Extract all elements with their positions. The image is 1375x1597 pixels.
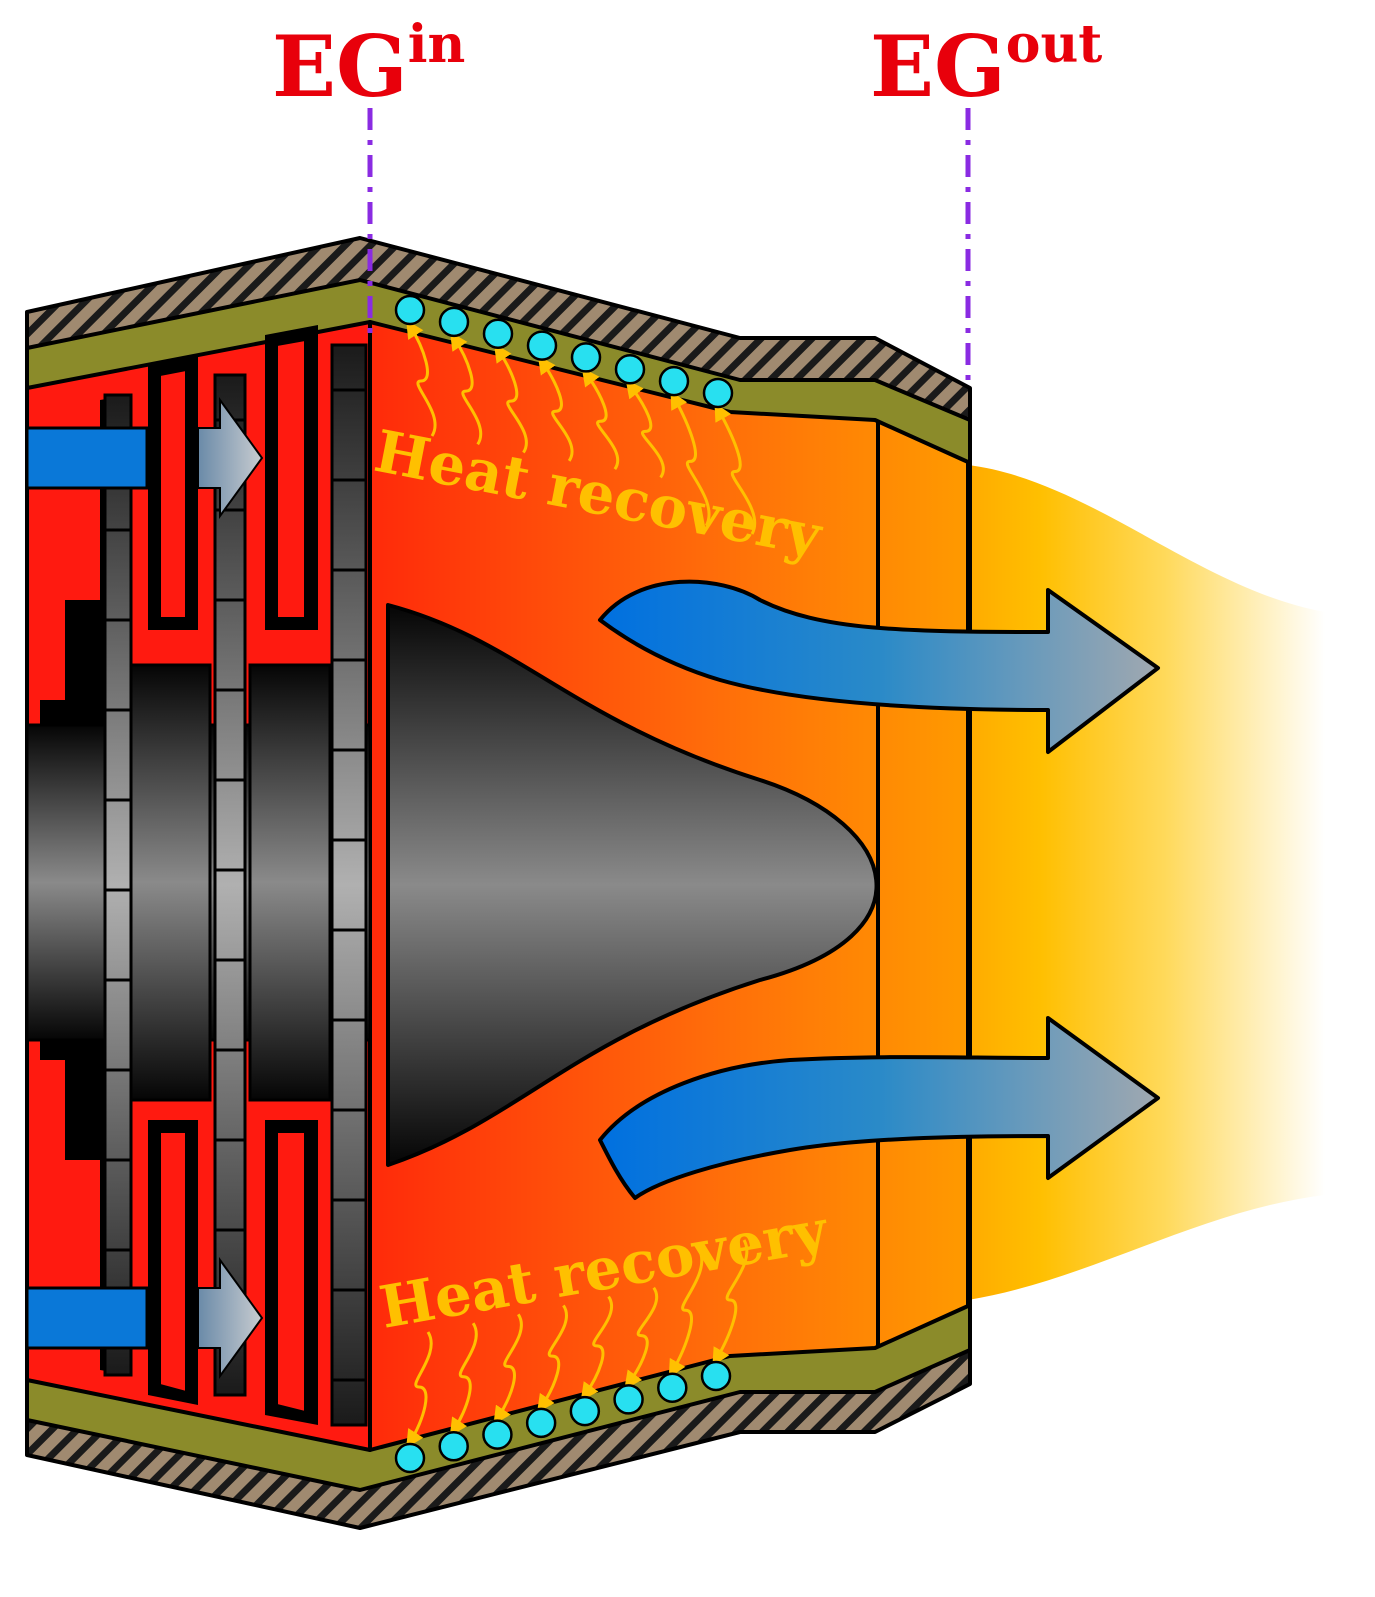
exhaust-cone (386, 603, 879, 1167)
coolant-channel-dot (526, 330, 558, 361)
heat-flux-arrow (580, 1295, 613, 1402)
turbine-disc-2 (248, 663, 332, 1102)
coolant-channel-dot (438, 1431, 469, 1462)
coolant-channels-top (394, 294, 734, 409)
coolant-channel-dot (657, 1372, 688, 1403)
heat-flux-arrow (406, 1331, 433, 1449)
coolant-channel-dot (614, 354, 646, 385)
coolant-channel-dot (658, 365, 690, 397)
exhaust-flow-arrow-bottom (598, 1016, 1160, 1200)
heat-flux-arrow (714, 402, 756, 535)
heat-flux-arrows-top (406, 319, 756, 535)
coolant-channel-dot (482, 1419, 513, 1450)
heat-flux-arrow (624, 1286, 658, 1390)
heat-flux-arrow (450, 331, 483, 446)
heat-flux-arrow (537, 1304, 568, 1413)
coolant-channel-dot (438, 306, 470, 338)
heat-flux-arrow (712, 1239, 749, 1367)
heat-flux-arrow (625, 379, 665, 479)
heat-flux-arrow (670, 390, 711, 527)
coolant-inlet-bar-bottom (25, 1286, 149, 1350)
outlet-label: EGout (870, 14, 1102, 116)
heat-flux-arrow (449, 1322, 478, 1437)
vane-channel-bottom-2-inner (276, 1131, 306, 1414)
vane-channel-top-2-inner (276, 338, 306, 619)
heat-flux-arrow (537, 355, 574, 462)
heat-flux-arrow (406, 319, 437, 437)
coolant-channel-dot (525, 1407, 557, 1439)
coolant-channel-dot (613, 1384, 644, 1415)
exhaust-plume (968, 465, 1325, 1300)
turbine-disc-1 (128, 663, 212, 1102)
blade-column-3 (330, 343, 368, 1427)
coolant-inlet-bar-top (25, 426, 149, 490)
blade-column-1 (103, 393, 133, 1377)
inlet-arrow-bottom (197, 1256, 264, 1380)
coolant-channel-dot (700, 1360, 732, 1392)
heat-flux-arrow (668, 1248, 704, 1378)
heat-flux-arrows-bottom (406, 1239, 749, 1449)
coolant-channels-bottom (394, 1360, 732, 1474)
coolant-channel-dot (394, 294, 426, 326)
coolant-channel-dot (394, 1442, 426, 1474)
inlet-arrow-top (197, 396, 264, 520)
vane-channel-bottom-1-inner (159, 1131, 187, 1394)
exhaust-flow-arrow-top (598, 579, 1160, 754)
coolant-channel-dot (570, 342, 602, 373)
heat-flux-arrow (493, 343, 528, 454)
vane-channel-top-1-inner (159, 368, 187, 619)
inlet-label: EGin (272, 14, 465, 116)
heat-flux-arrow (493, 1313, 523, 1425)
heat-flux-arrow (581, 367, 619, 471)
coolant-channel-dot (569, 1395, 601, 1427)
coolant-channel-dot (482, 318, 514, 349)
blade-column-2 (213, 373, 247, 1397)
coolant-channel-dot (702, 377, 734, 409)
